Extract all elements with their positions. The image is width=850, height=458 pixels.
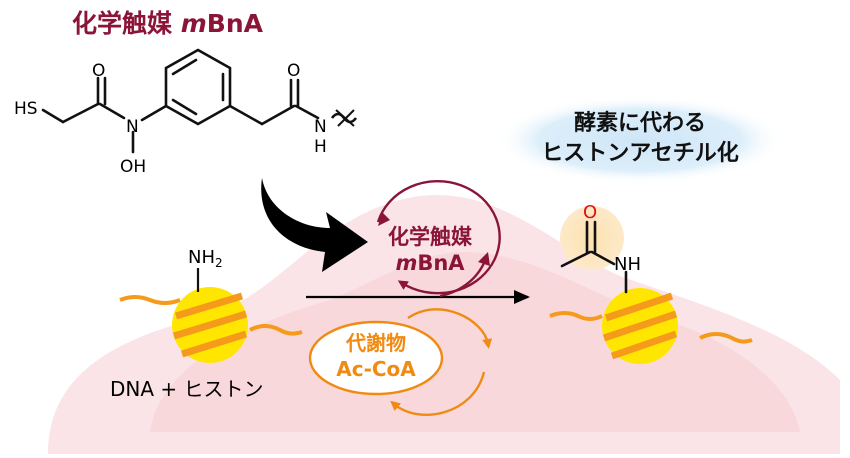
- atom-h-right: H: [314, 137, 327, 157]
- atom-oh: OH: [120, 157, 146, 177]
- nucleus-region: [150, 251, 800, 432]
- catalyst-cycle-label: 化学触媒: [388, 225, 473, 249]
- mbna-structure: HS O N OH O N H: [14, 48, 358, 177]
- catalyst-cycle-name: mBnA: [395, 251, 465, 275]
- atom-n-right: N: [314, 117, 327, 137]
- atom-o-right: O: [287, 61, 300, 81]
- atom-o-left: O: [92, 61, 105, 81]
- metabolite-name: Ac-CoA: [336, 357, 416, 381]
- atom-hs: HS: [14, 99, 38, 119]
- amine-label: NH2: [188, 247, 223, 270]
- catalyst-cycle: 化学触媒 mBnA: [376, 180, 501, 298]
- catalyst-title: 化学触媒 mBnA: [72, 9, 264, 38]
- atom-n-center: N: [126, 117, 139, 137]
- metabolite-cycle: 代謝物 Ac-CoA: [308, 308, 493, 417]
- acetyl-nh: NH: [614, 254, 641, 275]
- callout-cloud: [495, 96, 785, 184]
- callout-line2: ヒストンアセチル化: [541, 140, 739, 166]
- acetyl-highlight: [560, 206, 624, 270]
- acetyl-oxygen: O: [583, 202, 597, 223]
- product-nucleosome: O NH: [549, 202, 753, 364]
- callout-line1: 酵素に代わる: [574, 110, 706, 136]
- substrate-nucleosome: NH2: [119, 247, 303, 363]
- metabolite-label: 代謝物: [345, 331, 406, 355]
- catalyst-entry-arrow-icon: [261, 178, 368, 272]
- substrate-caption: DNA + ヒストン: [110, 377, 264, 401]
